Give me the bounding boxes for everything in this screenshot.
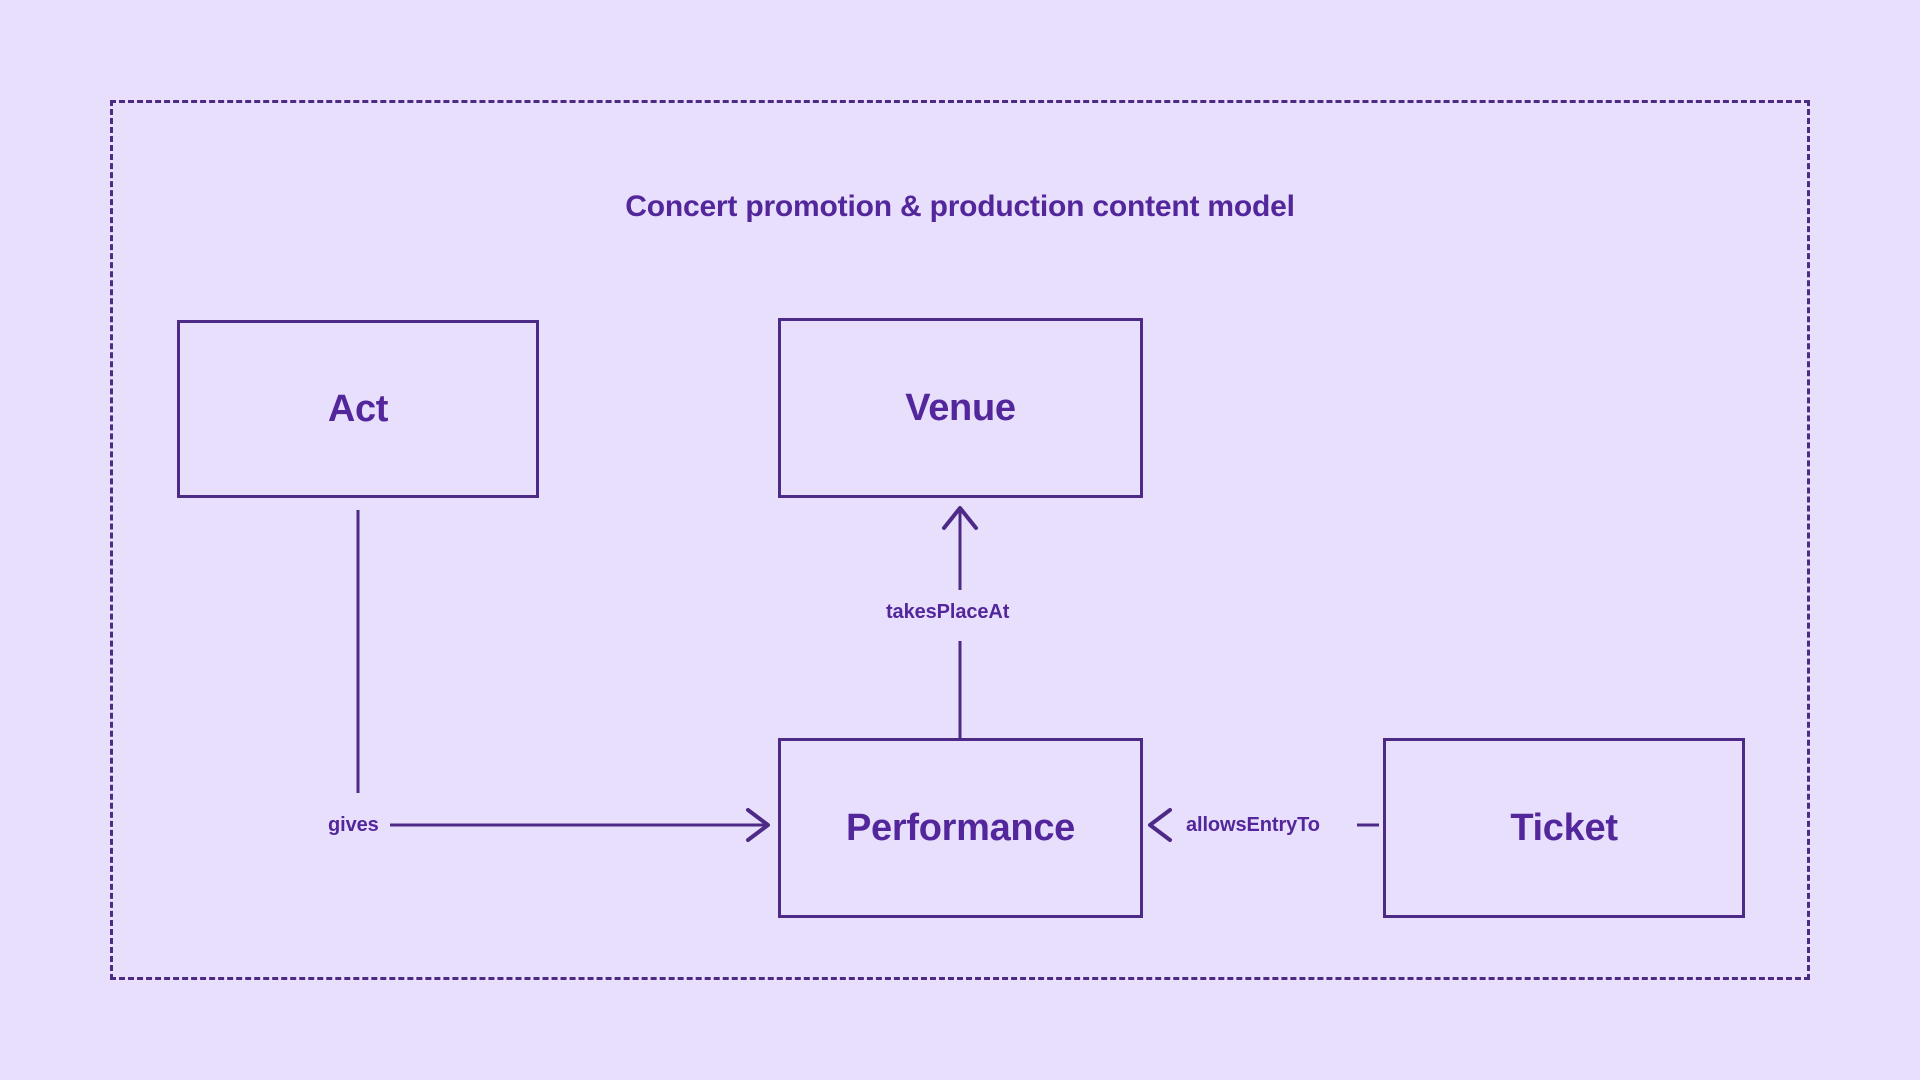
entity-box-ticket[interactable]: Ticket xyxy=(1383,738,1745,918)
relationship-label-gives: gives xyxy=(328,814,379,836)
model-boundary xyxy=(110,100,1810,980)
entity-label: Venue xyxy=(905,386,1016,429)
entity-label: Performance xyxy=(845,806,1076,849)
entity-label: Act xyxy=(327,387,389,430)
entity-box-venue[interactable]: Venue xyxy=(778,318,1143,498)
entity-box-performance[interactable]: Performance xyxy=(778,738,1143,918)
entity-box-act[interactable]: Act xyxy=(177,320,539,498)
page-title: Concert promotion & production content m… xyxy=(625,190,1295,223)
relationship-label-takes-place-at: takesPlaceAt xyxy=(886,601,1010,623)
entity-label: Ticket xyxy=(1510,806,1618,849)
relationship-label-allows-entry-to: allowsEntryTo xyxy=(1186,814,1320,836)
